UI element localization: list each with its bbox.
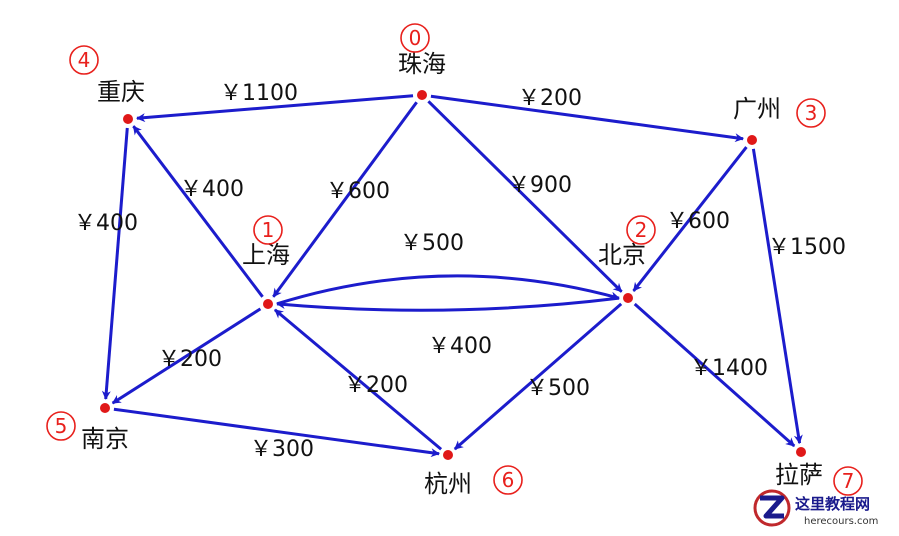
- edge-cost-hangzhou-shanghai: ￥200: [344, 373, 408, 398]
- edge-shanghai-beijing: [276, 274, 620, 306]
- index-circle-shanghai: [253, 215, 283, 245]
- node-name-hangzhou: 杭州: [424, 470, 472, 498]
- edge-cost-chongqing-nanjing: ￥400: [74, 211, 138, 236]
- node-name-guangzhou: 广州: [733, 95, 781, 123]
- edge-cost-guangzhou-lasa: ￥1500: [768, 235, 846, 260]
- node-index-badge-lasa: 7: [833, 466, 863, 496]
- node-name-lasa: 拉萨: [775, 461, 823, 489]
- index-number-zhuhai: 0: [409, 26, 422, 50]
- node-lasa: [796, 447, 806, 457]
- node-index-badge-chongqing: 4: [69, 45, 99, 75]
- edge-guangzhou-lasa: [751, 148, 803, 444]
- node-beijing: [623, 293, 633, 303]
- edge-guangzhou-beijing: [632, 146, 748, 292]
- watermark-text-cn: 这里教程网: [795, 495, 870, 513]
- edge-beijing-hangzhou: [453, 302, 623, 451]
- node-guangzhou: [747, 135, 757, 145]
- edge-cost-shanghai-nanjing: ￥200: [158, 347, 222, 372]
- edges-layer: [101, 94, 803, 458]
- edge-hangzhou-shanghai: [273, 308, 443, 451]
- node-index-badge-zhuhai: 0: [400, 23, 430, 53]
- node-name-nanjing: 南京: [81, 425, 129, 453]
- index-circle-beijing: [626, 215, 656, 245]
- index-number-lasa: 7: [842, 469, 855, 493]
- node-name-chongqing: 重庆: [97, 78, 145, 106]
- node-nanjing: [100, 403, 110, 413]
- index-circle-chongqing: [69, 45, 99, 75]
- edge-cost-zhuhai-shanghai: ￥600: [326, 179, 390, 204]
- node-name-shanghai: 上海: [242, 241, 290, 269]
- edge-nanjing-hangzhou: [113, 407, 440, 458]
- watermark-text-en: herecours.com: [804, 516, 878, 527]
- node-index-badge-shanghai: 1: [253, 215, 283, 245]
- index-number-chongqing: 4: [78, 48, 91, 72]
- node-index-badge-guangzhou: 3: [796, 98, 826, 128]
- node-index-badge-nanjing: 5: [46, 411, 76, 441]
- edge-cost-shanghai-chongqing: ￥400: [180, 177, 244, 202]
- edge-zhuhai-beijing: [427, 100, 623, 293]
- index-number-hangzhou: 6: [502, 468, 515, 492]
- edge-cost-beijing-hangzhou: ￥500: [526, 376, 590, 401]
- edge-cost-guangzhou-beijing: ￥600: [666, 209, 730, 234]
- edge-cost-shanghai-beijing: ￥500: [400, 231, 464, 256]
- edge-zhuhai-chongqing: [136, 94, 414, 123]
- edge-cost-beijing-shanghai: ￥400: [428, 334, 492, 359]
- edge-zhuhai-shanghai: [272, 101, 418, 298]
- node-zhuhai: [417, 90, 427, 100]
- index-number-guangzhou: 3: [805, 101, 818, 125]
- node-name-zhuhai: 珠海: [398, 50, 446, 78]
- index-circle-nanjing: [46, 411, 76, 441]
- edge-beijing-lasa: [633, 302, 796, 448]
- edge-cost-nanjing-hangzhou: ￥300: [250, 437, 314, 462]
- node-index-badge-beijing: 2: [626, 215, 656, 245]
- index-circle-hangzhou: [493, 465, 523, 495]
- edge-cost-zhuhai-guangzhou: ￥200: [518, 86, 582, 111]
- edge-cost-zhuhai-chongqing: ￥1100: [220, 81, 298, 106]
- labels-layer: ￥1100 ￥200 ￥600 ￥900 ￥400 ￥400 ￥600 ￥1500 ￥500 ￥4…: [46, 23, 863, 498]
- node-index-badge-hangzhou: 6: [493, 465, 523, 495]
- node-shanghai: [263, 299, 273, 309]
- index-circle-zhuhai: [400, 23, 430, 53]
- watermark-logo: 这里教程网 herecours.com: [753, 489, 878, 527]
- watermark-z-icon: [753, 489, 791, 527]
- edge-shanghai-chongqing: [132, 125, 264, 298]
- node-hangzhou: [443, 450, 453, 460]
- node-chongqing: [123, 114, 133, 124]
- edge-cost-zhuhai-beijing: ￥900: [508, 173, 572, 198]
- node-name-beijing: 北京: [598, 241, 646, 269]
- index-circle-guangzhou: [796, 98, 826, 128]
- index-number-shanghai: 1: [262, 218, 275, 242]
- index-number-nanjing: 5: [55, 414, 68, 438]
- edge-beijing-shanghai: [276, 296, 620, 312]
- nodes-layer: [100, 90, 806, 460]
- index-circle-lasa: [833, 466, 863, 496]
- edge-chongqing-nanjing: [101, 127, 129, 400]
- edge-cost-beijing-lasa: ￥1400: [690, 356, 768, 381]
- index-number-beijing: 2: [635, 218, 648, 242]
- edge-zhuhai-guangzhou: [430, 94, 744, 143]
- edge-shanghai-nanjing: [111, 307, 262, 405]
